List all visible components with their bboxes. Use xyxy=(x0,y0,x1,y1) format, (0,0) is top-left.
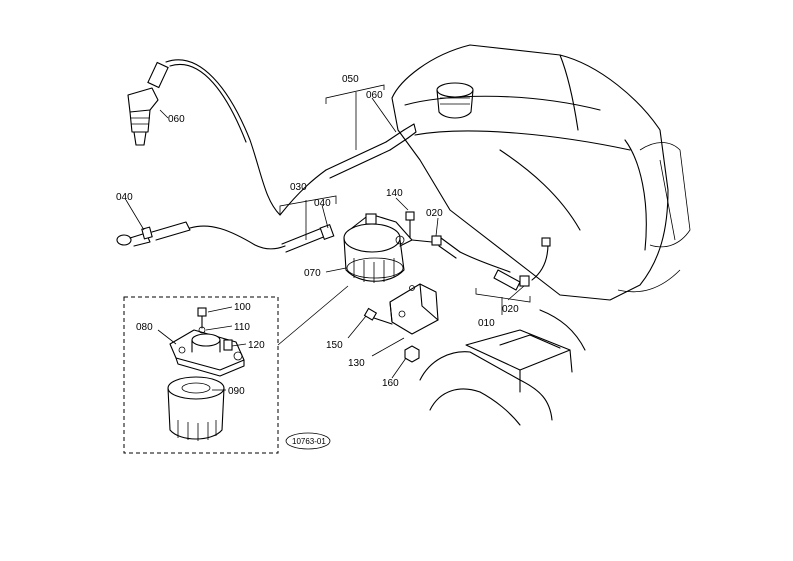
mounting-bracket-130 xyxy=(389,283,439,335)
nut-160 xyxy=(404,345,420,363)
label-020-lower: 020 xyxy=(502,304,519,315)
detail-inset-box xyxy=(123,296,279,454)
filter-head-080 xyxy=(169,329,245,377)
label-040-left: 040 xyxy=(116,192,133,203)
label-010: 010 xyxy=(478,318,495,329)
label-160: 160 xyxy=(382,378,399,389)
hose-030 xyxy=(281,223,335,253)
fuel-tank xyxy=(391,44,691,301)
leak-off-pipe-2 xyxy=(169,63,247,143)
bolt-140 xyxy=(405,211,415,239)
label-120: 120 xyxy=(248,340,265,351)
bolt-150 xyxy=(363,307,393,325)
label-080: 080 xyxy=(136,322,153,333)
bolt-100 xyxy=(197,307,207,329)
label-030: 030 xyxy=(290,182,307,193)
tank-filler-cap xyxy=(436,82,474,119)
injector-nozzle xyxy=(127,61,169,146)
label-150: 150 xyxy=(326,340,343,351)
bracket-030 xyxy=(279,195,337,214)
label-050: 050 xyxy=(342,74,359,85)
label-130: 130 xyxy=(348,358,365,369)
drawing-stamp: 10763-01 xyxy=(292,437,326,446)
label-100: 100 xyxy=(234,302,251,313)
fuel-line-left xyxy=(116,221,286,250)
fuel-line-right xyxy=(411,235,551,291)
leak-off-pipe xyxy=(165,59,281,216)
label-090: 090 xyxy=(228,386,245,397)
tractor-frame xyxy=(419,309,586,426)
drawing-stamp-oval xyxy=(285,432,331,450)
label-040-mid: 040 xyxy=(314,198,331,209)
plug-120 xyxy=(223,339,233,351)
washer-110 xyxy=(198,326,206,334)
bracket-010 xyxy=(475,288,531,303)
fuel-filter-070 xyxy=(343,213,413,283)
bracket-050 xyxy=(325,84,385,104)
label-140: 140 xyxy=(386,188,403,199)
label-020-upper: 020 xyxy=(426,208,443,219)
label-110: 110 xyxy=(234,322,250,333)
label-060-hose: 060 xyxy=(366,90,383,101)
label-070: 070 xyxy=(304,268,321,279)
filter-cartridge-090 xyxy=(167,376,225,441)
label-060-injector: 060 xyxy=(168,114,185,125)
hose-050 xyxy=(325,123,417,179)
leader-lines xyxy=(125,97,525,391)
